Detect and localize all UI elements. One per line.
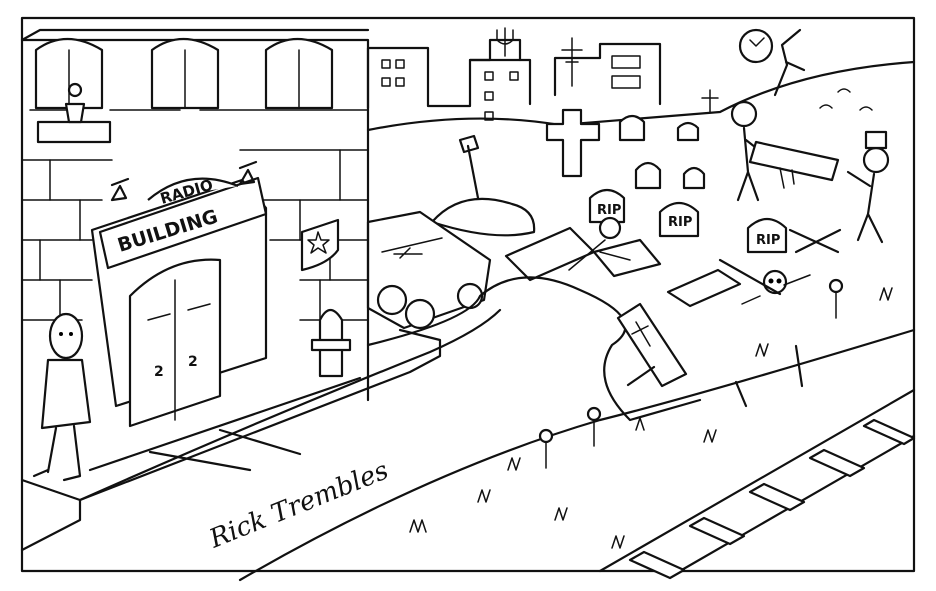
artist-signature: Rick Trembles [204,456,392,555]
sidewalk-steps [20,328,442,502]
hill-line [366,60,916,132]
lamp-left [110,177,130,202]
skull-icon [741,269,811,305]
fire-hydrant [310,308,352,378]
crossbones [788,228,842,254]
railroad-tracks [598,388,916,580]
dirt-mound [430,197,536,237]
coffin-icon [616,302,688,388]
flower-icon [538,278,844,469]
clock-icon [738,28,774,64]
sidewalk-corner [20,498,82,552]
tombstone-label: RIP [756,233,780,248]
tombstone-rip-1: RIP [588,188,626,224]
grass-tufts [409,287,893,549]
tombstone-back-2 [676,121,700,142]
tombstone-x [634,161,662,190]
cross-icon [545,108,601,178]
open-grave-1 [504,226,596,282]
star-shield-icon [300,218,340,272]
girl-character [32,312,92,482]
tombstone-rip-3: RIP [746,217,788,254]
tombstone-rip-2: RIP [658,201,700,238]
lamp-right [238,160,258,186]
dead-tree [773,28,806,97]
hill-hearts [819,88,873,111]
flower-pot [64,82,86,124]
road-edge [366,276,702,422]
tombstone-label: RIP [597,203,621,218]
skeleton-in-grave [568,216,631,271]
door-number-left: 2 [154,364,164,380]
tombstone-label: RIP [668,215,692,230]
door-number-right: 2 [188,354,198,370]
road-curb [78,308,502,502]
grass-border [238,328,916,582]
tombstone-small [682,166,706,190]
city-skyline [366,27,662,121]
window-sill [36,120,112,144]
hearse [366,210,492,330]
panel-border [20,16,916,573]
small-cross [701,89,719,113]
coffin-icon [748,140,840,182]
open-grave-2 [592,238,662,278]
window-row [34,38,334,110]
coffin-carriers [730,100,890,244]
shovel [458,134,480,200]
open-grave-3 [666,268,742,308]
tombstone-back [618,114,646,142]
scattered-bones [626,258,804,408]
